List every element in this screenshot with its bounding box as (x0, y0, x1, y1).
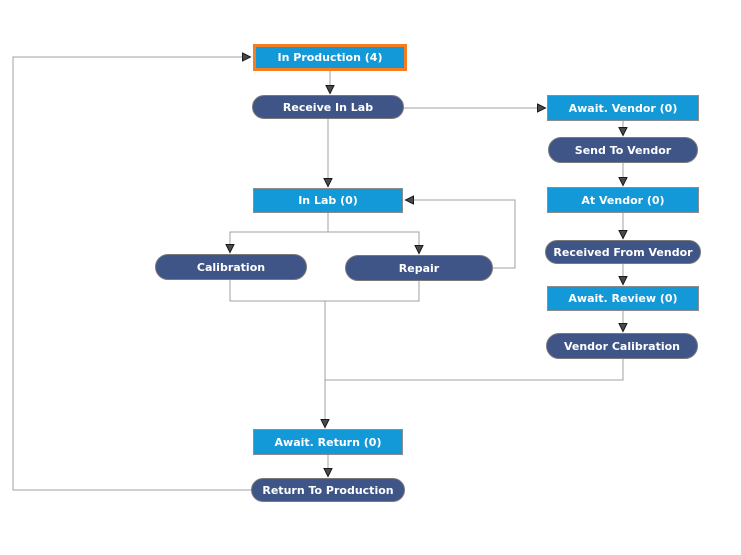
node-await-return[interactable]: Await. Return (0) (253, 429, 403, 455)
node-receive-in-lab[interactable]: Receive In Lab (252, 95, 404, 119)
node-await-review[interactable]: Await. Review (0) (547, 286, 699, 311)
node-calibration[interactable]: Calibration (155, 254, 307, 280)
node-await-vendor[interactable]: Await. Vendor (0) (547, 95, 699, 121)
node-at-vendor[interactable]: At Vendor (0) (547, 187, 699, 213)
edge-repair-to-in-lab (406, 200, 516, 269)
node-in-production[interactable]: In Production (4) (253, 44, 407, 71)
node-in-lab[interactable]: In Lab (0) (253, 188, 403, 213)
edge-vendor-calibration-to-merge (325, 359, 624, 381)
node-repair[interactable]: Repair (345, 255, 493, 281)
edge-calibration-repair-merge (229, 280, 420, 302)
edge-in-lab-to-repair (328, 231, 419, 253)
node-send-to-vendor[interactable]: Send To Vendor (548, 137, 698, 163)
edge-return-to-production-to-in-production (12, 57, 251, 491)
node-vendor-calibration[interactable]: Vendor Calibration (546, 333, 698, 359)
edge-in-lab-to-calibration (230, 213, 329, 252)
node-return-to-production[interactable]: Return To Production (251, 478, 405, 502)
node-received-from-vendor[interactable]: Received From Vendor (545, 240, 701, 264)
